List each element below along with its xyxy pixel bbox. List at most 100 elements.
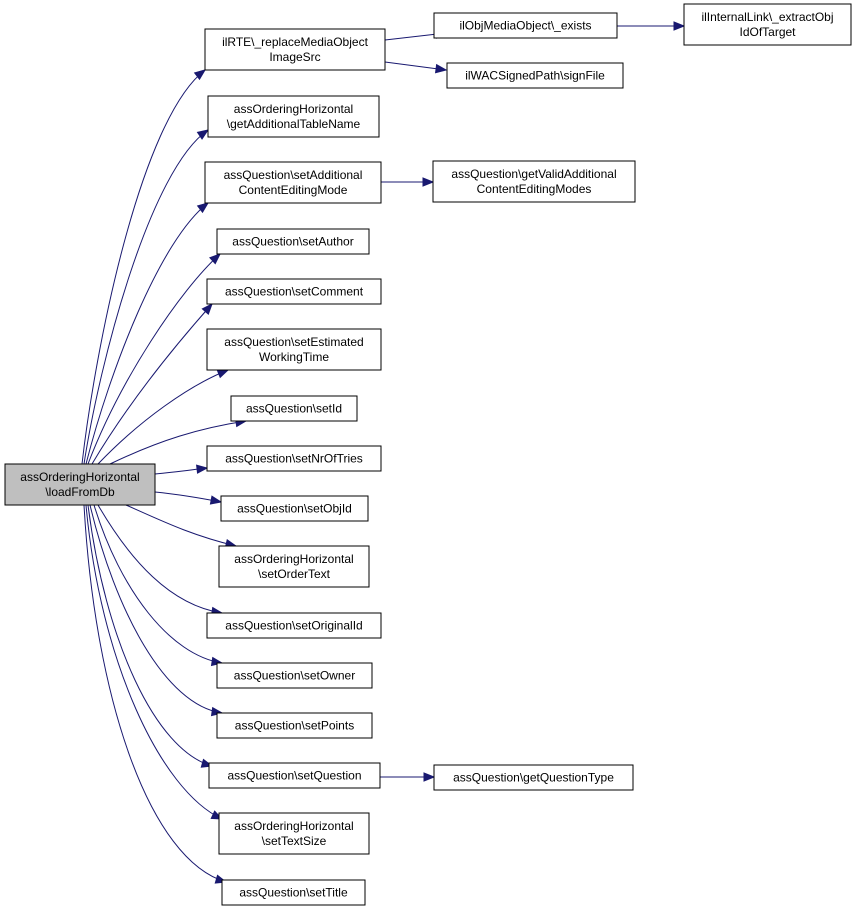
node-label: \loadFromDb (45, 485, 115, 499)
edge-mediaExists-to-extractObj (617, 21, 686, 31)
node-label: assQuestion\setComment (225, 285, 364, 299)
edge-line (89, 504, 223, 714)
node-label: ImageSrc (269, 50, 320, 64)
node-box (432, 160, 636, 203)
node-label: ContentEditingMode (239, 183, 348, 197)
node-box (206, 328, 382, 371)
node-label: assQuestion\setId (246, 402, 342, 416)
node-label: WorkingTime (259, 350, 329, 364)
node-setAuthor[interactable]: assQuestion\setAuthor (216, 228, 370, 255)
node-label: assOrderingHorizontal (20, 470, 139, 484)
node-label: assQuestion\setNrOfTries (225, 452, 363, 466)
node-box (230, 395, 358, 422)
node-label: ContentEditingModes (477, 182, 592, 196)
node-label: assQuestion\setEstimated (224, 335, 363, 349)
node-label: ilObjMediaObject\_exists (459, 19, 591, 33)
node-box (207, 95, 380, 138)
arrow-head-icon (196, 464, 209, 474)
edge-line (85, 202, 209, 465)
edge-root-to-setAuthor (87, 253, 222, 465)
node-setObjId[interactable]: assQuestion\setObjId (220, 495, 369, 522)
edge-root-to-setOriginalId (97, 504, 224, 617)
arrow-head-icon (196, 202, 210, 214)
node-setOriginalId[interactable]: assQuestion\setOriginalId (206, 612, 382, 639)
edge-line (125, 504, 237, 547)
arrow-head-icon (673, 21, 686, 31)
edge-line (97, 369, 229, 465)
node-box (216, 662, 373, 689)
arrow-head-icon (193, 69, 207, 81)
edge-root-to-replaceMedia (81, 69, 207, 465)
arrow-head-icon (201, 302, 213, 315)
edge-replaceMedia-to-signFile (384, 61, 448, 74)
edge-root-to-setObjId (154, 491, 223, 505)
node-box (206, 445, 382, 472)
node-signFile[interactable]: ilWACSignedPath\signFile (446, 62, 624, 89)
node-box (4, 463, 156, 506)
node-label: \getAdditionalTableName (227, 117, 361, 131)
arrow-head-icon (209, 253, 222, 265)
node-label: ilRTE\_replaceMediaObject (222, 35, 369, 49)
node-box (218, 812, 370, 855)
edge-line (87, 504, 213, 767)
arrow-head-icon (209, 495, 223, 505)
node-label: assQuestion\setTitle (239, 886, 348, 900)
edge-root-to-setAddContent (85, 202, 210, 465)
edge-root-to-setNrOfTries (154, 464, 209, 475)
edge-line (87, 253, 221, 465)
node-label: assQuestion\setAuthor (232, 235, 353, 249)
edge-root-to-setQuestion (87, 504, 214, 768)
arrow-head-icon (422, 177, 435, 187)
edge-line (93, 504, 223, 664)
node-label: assQuestion\setPoints (235, 719, 354, 733)
node-getQuestionType[interactable]: assQuestion\getQuestionType (433, 764, 634, 791)
node-label: assOrderingHorizontal (234, 552, 353, 566)
node-setOrderText[interactable]: assOrderingHorizontal\setOrderText (218, 545, 370, 588)
node-box (446, 62, 624, 89)
node-label: \setOrderText (258, 567, 331, 581)
edge-layer (81, 21, 686, 884)
node-setComment[interactable]: assQuestion\setComment (206, 278, 382, 305)
edge-root-to-setComment (91, 302, 213, 465)
edge-line (97, 504, 223, 614)
node-setOwner[interactable]: assQuestion\setOwner (216, 662, 373, 689)
node-box (206, 278, 382, 305)
node-setId[interactable]: assQuestion\setId (230, 395, 358, 422)
node-box (683, 3, 852, 46)
node-label: ilWACSignedPath\signFile (465, 69, 605, 83)
node-box (206, 612, 382, 639)
edge-root-to-setOrderText (125, 504, 238, 549)
node-box (216, 712, 373, 739)
node-box (221, 879, 366, 906)
node-box (433, 12, 618, 39)
node-box (204, 28, 386, 71)
node-box (208, 762, 381, 789)
node-mediaExists[interactable]: ilObjMediaObject\_exists (433, 12, 618, 39)
node-root: assOrderingHorizontal\loadFromDb (4, 463, 156, 506)
edge-line (83, 129, 209, 465)
node-setPoints[interactable]: assQuestion\setPoints (216, 712, 373, 739)
arrow-head-icon (196, 129, 210, 140)
node-setTextSize[interactable]: assOrderingHorizontal\setTextSize (218, 812, 370, 855)
node-box (204, 161, 382, 204)
node-setNrOfTries[interactable]: assQuestion\setNrOfTries (206, 445, 382, 472)
node-label: assOrderingHorizontal (234, 102, 353, 116)
node-label: assQuestion\setOriginalId (225, 619, 362, 633)
node-label: assQuestion\setObjId (237, 502, 352, 516)
node-setQuestion[interactable]: assQuestion\setQuestion (208, 762, 381, 789)
node-getValidModes[interactable]: assQuestion\getValidAdditionalContentEdi… (432, 160, 636, 203)
node-label: ilInternalLink\_extractObj (701, 10, 833, 24)
node-label: IdOfTarget (739, 25, 796, 39)
node-layer: assOrderingHorizontal\loadFromDbilRTE\_r… (4, 3, 852, 906)
edge-setAddContent-to-getValidModes (381, 177, 435, 187)
node-box (220, 495, 369, 522)
edge-line (81, 69, 206, 465)
node-setTitle[interactable]: assQuestion\setTitle (221, 879, 366, 906)
node-getAddTable[interactable]: assOrderingHorizontal\getAdditionalTable… (207, 95, 380, 138)
node-box (218, 545, 370, 588)
node-setAddContent[interactable]: assQuestion\setAdditionalContentEditingM… (204, 161, 382, 204)
